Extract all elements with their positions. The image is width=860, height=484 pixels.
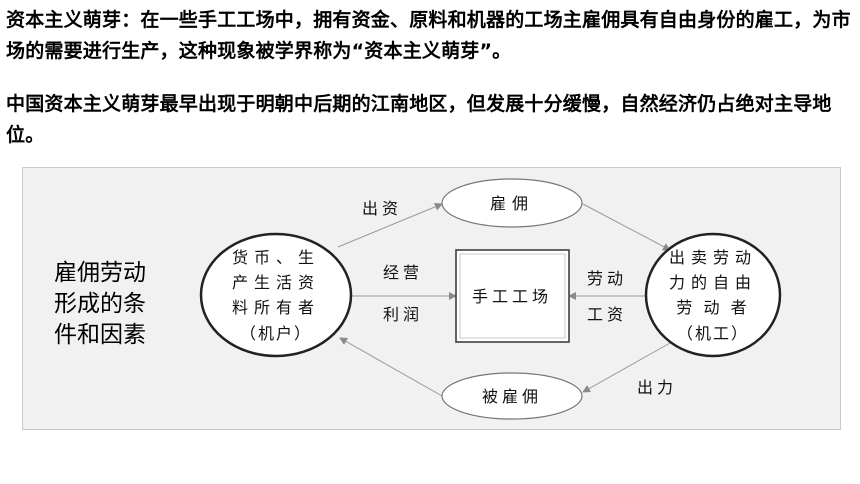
label-operate: 经营 <box>383 263 423 282</box>
owner-node-line: 料所有者 <box>232 298 320 317</box>
worker-node <box>644 232 782 358</box>
owner-node <box>199 232 353 358</box>
label-invest: 出资 <box>362 199 402 218</box>
arrow-worker-to-hired <box>582 342 671 393</box>
hired-node-label: 被雇佣 <box>482 387 542 406</box>
side-title-line: 件和因素 <box>54 322 146 348</box>
owner-node-line: 货币、生 <box>232 248 320 267</box>
owner-node-line: 产生活资 <box>232 273 320 292</box>
diagram-side-title: 雇佣劳动 形成的条 件和因素 <box>54 258 164 351</box>
side-title-line: 雇佣劳动 <box>54 260 146 286</box>
intro-paragraph: 资本主义萌芽：在一些手工工场中，拥有资金、原料和机器的工场主雇佣具有自由身份的雇… <box>6 9 851 62</box>
hire-node-label: 雇佣 <box>490 194 534 213</box>
label-profit: 利润 <box>383 305 423 324</box>
hired-node <box>441 372 583 420</box>
hire-node <box>441 178 583 228</box>
worker-node-line: （机工） <box>677 324 749 343</box>
label-wage: 工资 <box>587 305 627 324</box>
owner-node-line: （机户） <box>240 324 312 343</box>
arrow-owner-to-hire <box>337 202 443 248</box>
workshop-node-label: 手工工场 <box>472 287 552 306</box>
label-labor: 劳动 <box>587 269 627 288</box>
worker-node-line: 劳 动 者 <box>676 298 749 317</box>
label-effort: 出力 <box>637 378 677 397</box>
workshop-node <box>455 249 570 343</box>
summary-paragraph: 中国资本主义萌芽最早出现于明朝中后期的江南地区，但发展十分缓慢，自然经济仍占绝对… <box>6 93 832 146</box>
worker-node-line: 力的自由 <box>669 273 757 292</box>
arrow-hired-to-owner <box>339 337 443 397</box>
arrow-hire-to-worker <box>582 203 671 251</box>
worker-node-line: 出卖劳动 <box>669 248 757 267</box>
side-title-line: 形成的条 <box>54 291 146 317</box>
